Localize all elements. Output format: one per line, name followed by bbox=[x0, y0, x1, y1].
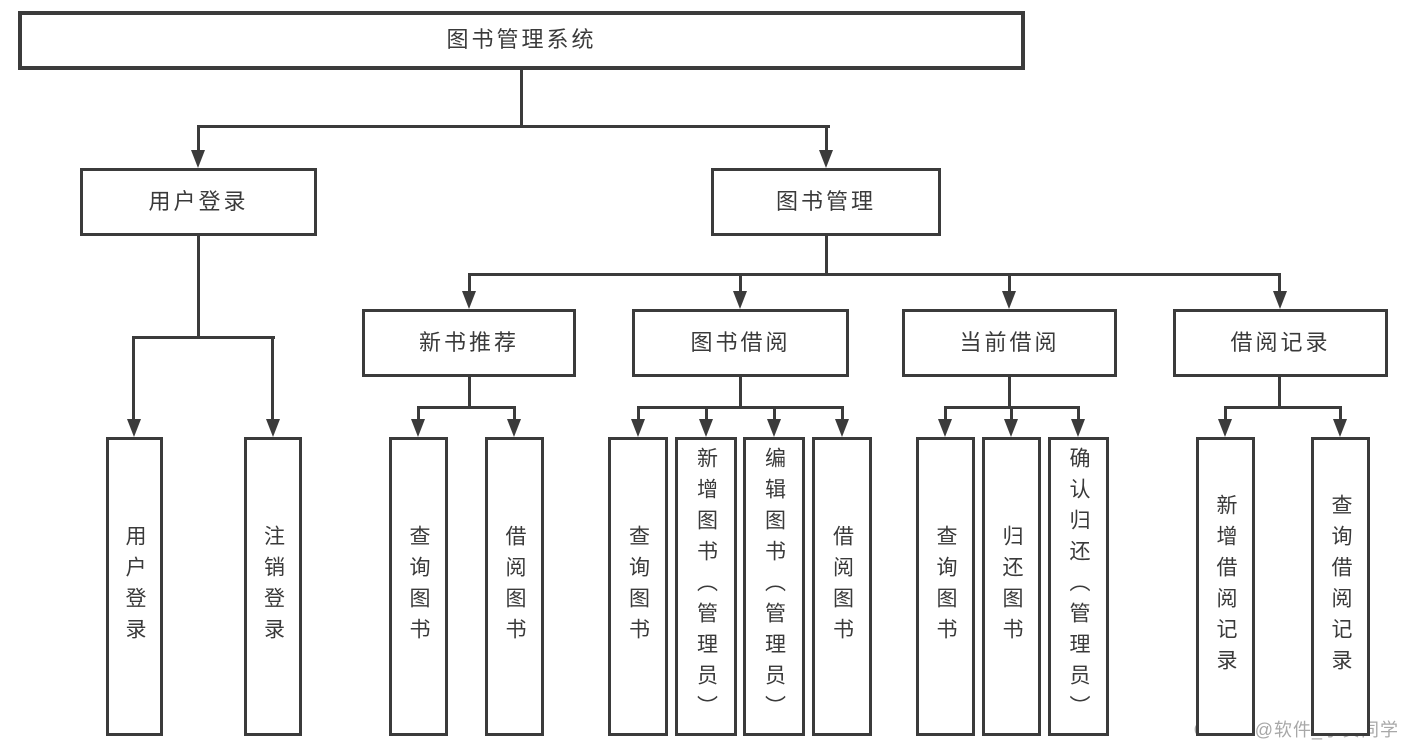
connector-line bbox=[197, 236, 200, 336]
connector-line bbox=[637, 406, 640, 423]
node-user-login: 用户登录 bbox=[106, 437, 163, 736]
node-label: 借阅图书 bbox=[830, 524, 854, 649]
node-label: 图书管理 bbox=[775, 188, 876, 214]
connector-line bbox=[1008, 273, 1011, 295]
connector-line bbox=[468, 273, 471, 295]
arrow-down-icon bbox=[699, 419, 713, 437]
arrow-down-icon bbox=[1004, 419, 1018, 437]
node-label: 编辑图书（管理员） bbox=[762, 447, 786, 726]
connector-line bbox=[468, 273, 1281, 276]
connector-line bbox=[132, 336, 275, 339]
node-label: 查询图书 bbox=[626, 524, 650, 649]
arrow-down-icon bbox=[127, 419, 141, 437]
node-label: 借阅记录 bbox=[1230, 329, 1331, 355]
connector-line bbox=[468, 377, 471, 406]
connector-line bbox=[417, 406, 516, 409]
node-label: 图书借阅 bbox=[690, 329, 791, 355]
node-label: 新增图书（管理员） bbox=[694, 447, 718, 726]
connector-line bbox=[197, 125, 200, 155]
connector-line bbox=[1010, 406, 1013, 423]
arrow-down-icon bbox=[767, 419, 781, 437]
connector-line bbox=[841, 406, 844, 423]
connector-line bbox=[739, 273, 742, 295]
node-label: 确认归还（管理员） bbox=[1067, 447, 1090, 726]
node-recommend-query-book: 查询图书 bbox=[389, 437, 448, 736]
node-label: 归还图书 bbox=[1000, 524, 1023, 649]
arrow-down-icon bbox=[1218, 419, 1232, 437]
node-book-management: 图书管理 bbox=[711, 168, 941, 236]
node-label: 注销登录 bbox=[261, 524, 285, 649]
arrow-down-icon bbox=[1333, 419, 1347, 437]
arrow-down-icon bbox=[819, 150, 833, 168]
node-current-confirm-return: 确认归还（管理员） bbox=[1048, 437, 1109, 736]
arrow-down-icon bbox=[835, 419, 849, 437]
node-current-borrowing: 当前借阅 bbox=[902, 309, 1117, 377]
node-borrow-borrow-book: 借阅图书 bbox=[812, 437, 872, 736]
arrow-down-icon bbox=[1071, 419, 1085, 437]
node-current-return-book: 归还图书 bbox=[982, 437, 1041, 736]
arrow-down-icon bbox=[631, 419, 645, 437]
connector-line bbox=[773, 406, 776, 423]
arrow-down-icon bbox=[1273, 291, 1287, 309]
node-borrow-add-book: 新增图书（管理员） bbox=[675, 437, 737, 736]
node-borrow-edit-book: 编辑图书（管理员） bbox=[743, 437, 805, 736]
node-label: 借阅图书 bbox=[503, 524, 526, 649]
node-record-add: 新增借阅记录 bbox=[1196, 437, 1255, 736]
arrow-down-icon bbox=[733, 291, 747, 309]
connector-line bbox=[1224, 406, 1342, 409]
connector-line bbox=[944, 406, 947, 423]
connector-line bbox=[1077, 406, 1080, 423]
connector-line bbox=[271, 336, 274, 423]
node-label: 查询借阅记录 bbox=[1329, 493, 1352, 680]
node-label: 当前借阅 bbox=[959, 329, 1060, 355]
connector-line bbox=[637, 406, 844, 409]
node-borrow-query-book: 查询图书 bbox=[608, 437, 668, 736]
connector-line bbox=[1008, 377, 1011, 406]
arrow-down-icon bbox=[462, 291, 476, 309]
node-label: 新书推荐 bbox=[418, 329, 519, 355]
node-logout: 注销登录 bbox=[244, 437, 302, 736]
arrow-down-icon bbox=[411, 419, 425, 437]
node-current-query-book: 查询图书 bbox=[916, 437, 975, 736]
connector-line bbox=[825, 125, 828, 155]
connector-line bbox=[513, 406, 516, 423]
arrow-down-icon bbox=[191, 150, 205, 168]
connector-line bbox=[1278, 273, 1281, 295]
node-root: 图书管理系统 bbox=[18, 11, 1025, 70]
arrow-down-icon bbox=[266, 419, 280, 437]
node-label: 用户登录 bbox=[123, 524, 146, 649]
node-label: 用户登录 bbox=[148, 188, 249, 214]
connector-line bbox=[1278, 377, 1281, 406]
connector-line bbox=[825, 236, 828, 273]
arrow-down-icon bbox=[938, 419, 952, 437]
arrow-down-icon bbox=[1002, 291, 1016, 309]
connector-line bbox=[520, 70, 523, 125]
connector-line bbox=[132, 336, 135, 423]
node-label: 图书管理系统 bbox=[446, 27, 597, 53]
connector-line bbox=[197, 125, 830, 128]
node-record-query: 查询借阅记录 bbox=[1311, 437, 1370, 736]
connector-line bbox=[705, 406, 708, 423]
node-borrowing-records: 借阅记录 bbox=[1173, 309, 1388, 377]
node-book-borrowing: 图书借阅 bbox=[632, 309, 849, 377]
node-new-book-recommend: 新书推荐 bbox=[362, 309, 576, 377]
node-label: 查询图书 bbox=[934, 524, 957, 649]
arrow-down-icon bbox=[507, 419, 521, 437]
node-label: 新增借阅记录 bbox=[1214, 493, 1237, 680]
node-label: 查询图书 bbox=[407, 524, 430, 649]
node-user-login-group: 用户登录 bbox=[80, 168, 317, 236]
node-recommend-borrow-book: 借阅图书 bbox=[485, 437, 544, 736]
connector-line bbox=[1339, 406, 1342, 423]
connector-line bbox=[417, 406, 420, 423]
connector-line bbox=[739, 377, 742, 406]
connector-line bbox=[1224, 406, 1227, 423]
